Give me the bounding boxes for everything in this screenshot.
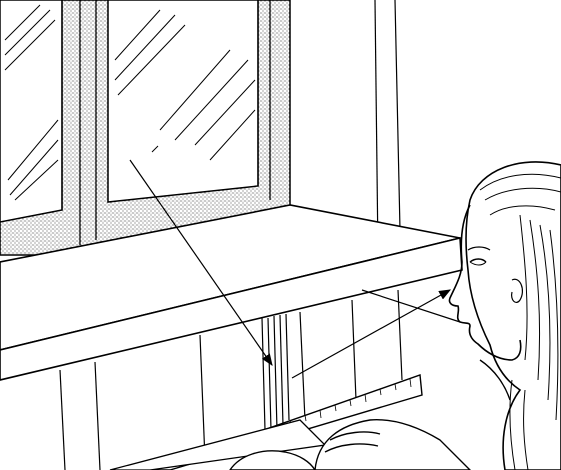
observer-woman: [449, 162, 561, 470]
wall-edge: [375, 0, 455, 255]
